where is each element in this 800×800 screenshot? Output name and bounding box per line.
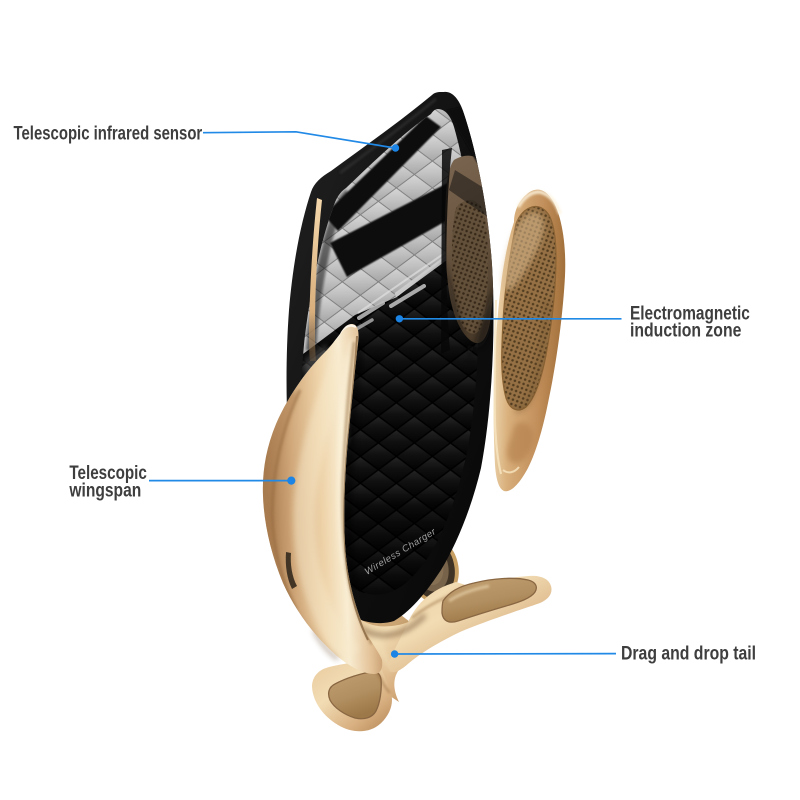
svg-text:Electromagnetic: Electromagnetic [630,302,750,324]
svg-text:Telescopic infrared sensor: Telescopic infrared sensor [14,122,203,144]
svg-text:Telescopic: Telescopic [69,461,147,483]
svg-text:wingspan: wingspan [69,479,142,501]
svg-text:induction zone: induction zone [630,319,741,341]
svg-text:Drag and drop tail: Drag and drop tail [621,642,756,664]
